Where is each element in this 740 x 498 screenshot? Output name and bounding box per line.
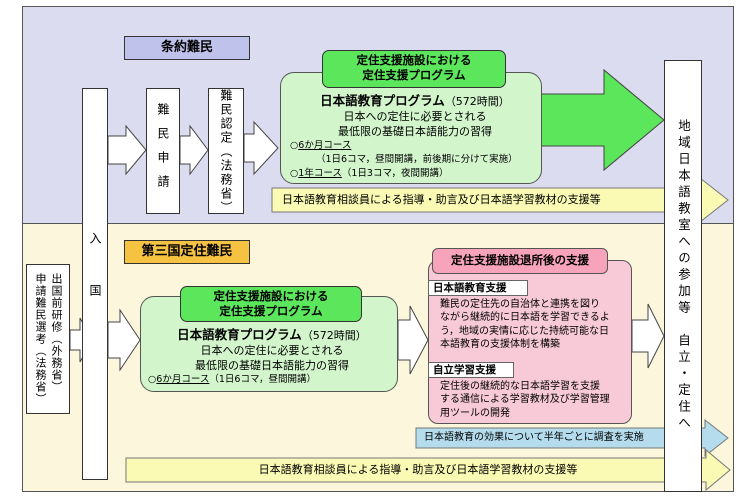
edu-support-line1: 難民の定住先の自治体と連携を図り [440,299,600,310]
top-course1-detail: （1日6コマ，昼間開講，前後期に分けて実施） [316,154,518,165]
top-support-text: 日本語教育相談員による指導・助言及び日本語学習教材の支援等 [282,193,601,206]
self-study-line1: 定住後の継続的な日本語学習を支援 [440,381,600,392]
top-program-box [280,72,542,184]
top-course2-detail: （1日3コマ，夜間開講） [341,168,449,179]
pretraining-text: 出国前研修（外務省） [50,273,63,393]
arrow-top-program-to-final [539,68,665,172]
arrow-recognition-to-program [243,120,279,176]
bottom-support-text: 日本語教育相談員による指導・助言及び日本語学習教材の支援等 [258,463,578,476]
refugee-application-box: 難民申請 [146,88,180,214]
entry-text: 入国 [88,232,102,336]
arrow-program-to-post-support [397,305,429,375]
third-country-label: 第三国定住難民 [124,240,250,264]
bottom-program-title-line2: 定住支援プログラム [219,304,323,318]
top-program-hours: （572時間） [444,95,510,108]
bottom-program-content: 日本語教育プログラム（572時間） 日本への定住に必要とされる 最低限の基礎日本… [148,324,396,387]
top-program-title: 定住支援施設における 定住支援プログラム [322,50,506,88]
self-study-support-text: 定住後の継続的な日本語学習を支援 する通信による学習教材及び学習管理 用ツールの… [440,380,630,420]
bottom-course1-label: 6か月コース [156,374,210,385]
edu-support-line4: 本語教育の支援体制を構築 [440,339,560,351]
bottom-program-title-line1: 定住支援施設における [213,289,329,303]
survey-text: 日本語教育の効果について半年ごとに調査を実施 [424,432,644,443]
japanese-edu-support-label-box: 日本語教育支援 [428,280,528,296]
self-study-support-label: 自立学習支援 [433,364,496,376]
edu-support-line2: ながら継続的に日本語を学習できるよ [440,312,610,324]
self-study-line2: する通信による学習教材及び学習管理 [440,394,610,406]
bottom-support-arrow [125,448,731,492]
bottom-program-hours: （572時間） [301,329,367,342]
pretraining-box: 出国前研修（外務省） 申請難民選考（法務省） [26,264,70,414]
top-program-desc2: 最低限の基礎日本語能力の習得 [338,125,492,138]
japanese-edu-support-label: 日本語教育支援 [433,282,507,294]
bottom-course1-detail: （1日6コマ，昼間開講） [209,374,316,385]
top-course1-label: 6か月コース [298,140,352,151]
self-study-support-label-box: 自立学習支援 [428,362,514,378]
bottom-program-title: 定住支援施設における 定住支援プログラム [180,286,362,322]
entry-box: 入国 [82,88,108,480]
top-program-content: 日本語教育プログラム（572時間） 日本への定住に必要とされる 最低限の基礎日本… [290,90,540,181]
arrow-post-support-to-final [631,303,665,369]
refugee-convention-label: 条約難民 [124,36,250,60]
final-goal-box: 地域日本語教室への参加等 自立・定住へ [664,60,702,492]
bottom-program-desc1: 日本への定住に必要とされる [200,344,344,357]
refugee-application-text: 難民申請 [156,103,170,199]
final-goal-text: 地域日本語教室への参加等 自立・定住へ [676,119,691,433]
arrow-entry-to-bottom-program [107,308,141,372]
arrow-application-to-recognition [179,124,209,176]
refugee-recognition-text: 難民認定（法務省） [219,89,233,215]
screening-text: 申請難民選考（法務省） [34,273,47,405]
self-study-line3: 用ツールの開発 [440,407,510,419]
refugee-recognition-box: 難民認定（法務省） [208,88,244,215]
survey-arrow [415,418,729,458]
top-program-title-line1: 定住支援施設における [356,53,472,67]
japanese-edu-support-text: 難民の定住先の自治体と連携を図り ながら継続的に日本語を学習できるよ う，地域の… [440,298,630,352]
top-program-desc1: 日本への定住に必要とされる [343,110,487,123]
top-program-title-line2: 定住支援プログラム [362,68,466,82]
bottom-program-name: 日本語教育プログラム [177,327,302,342]
top-program-name: 日本語教育プログラム [320,93,445,108]
bottom-program-desc2: 最低限の基礎日本語能力の習得 [195,359,349,372]
top-course2-label: 1年コース [298,168,342,179]
arrow-entry-to-application [107,124,147,176]
edu-support-line3: う，地域の実情に応じた持続可能な日 [440,325,609,337]
post-support-title: 定住支援施設退所後の支援 [432,248,608,274]
